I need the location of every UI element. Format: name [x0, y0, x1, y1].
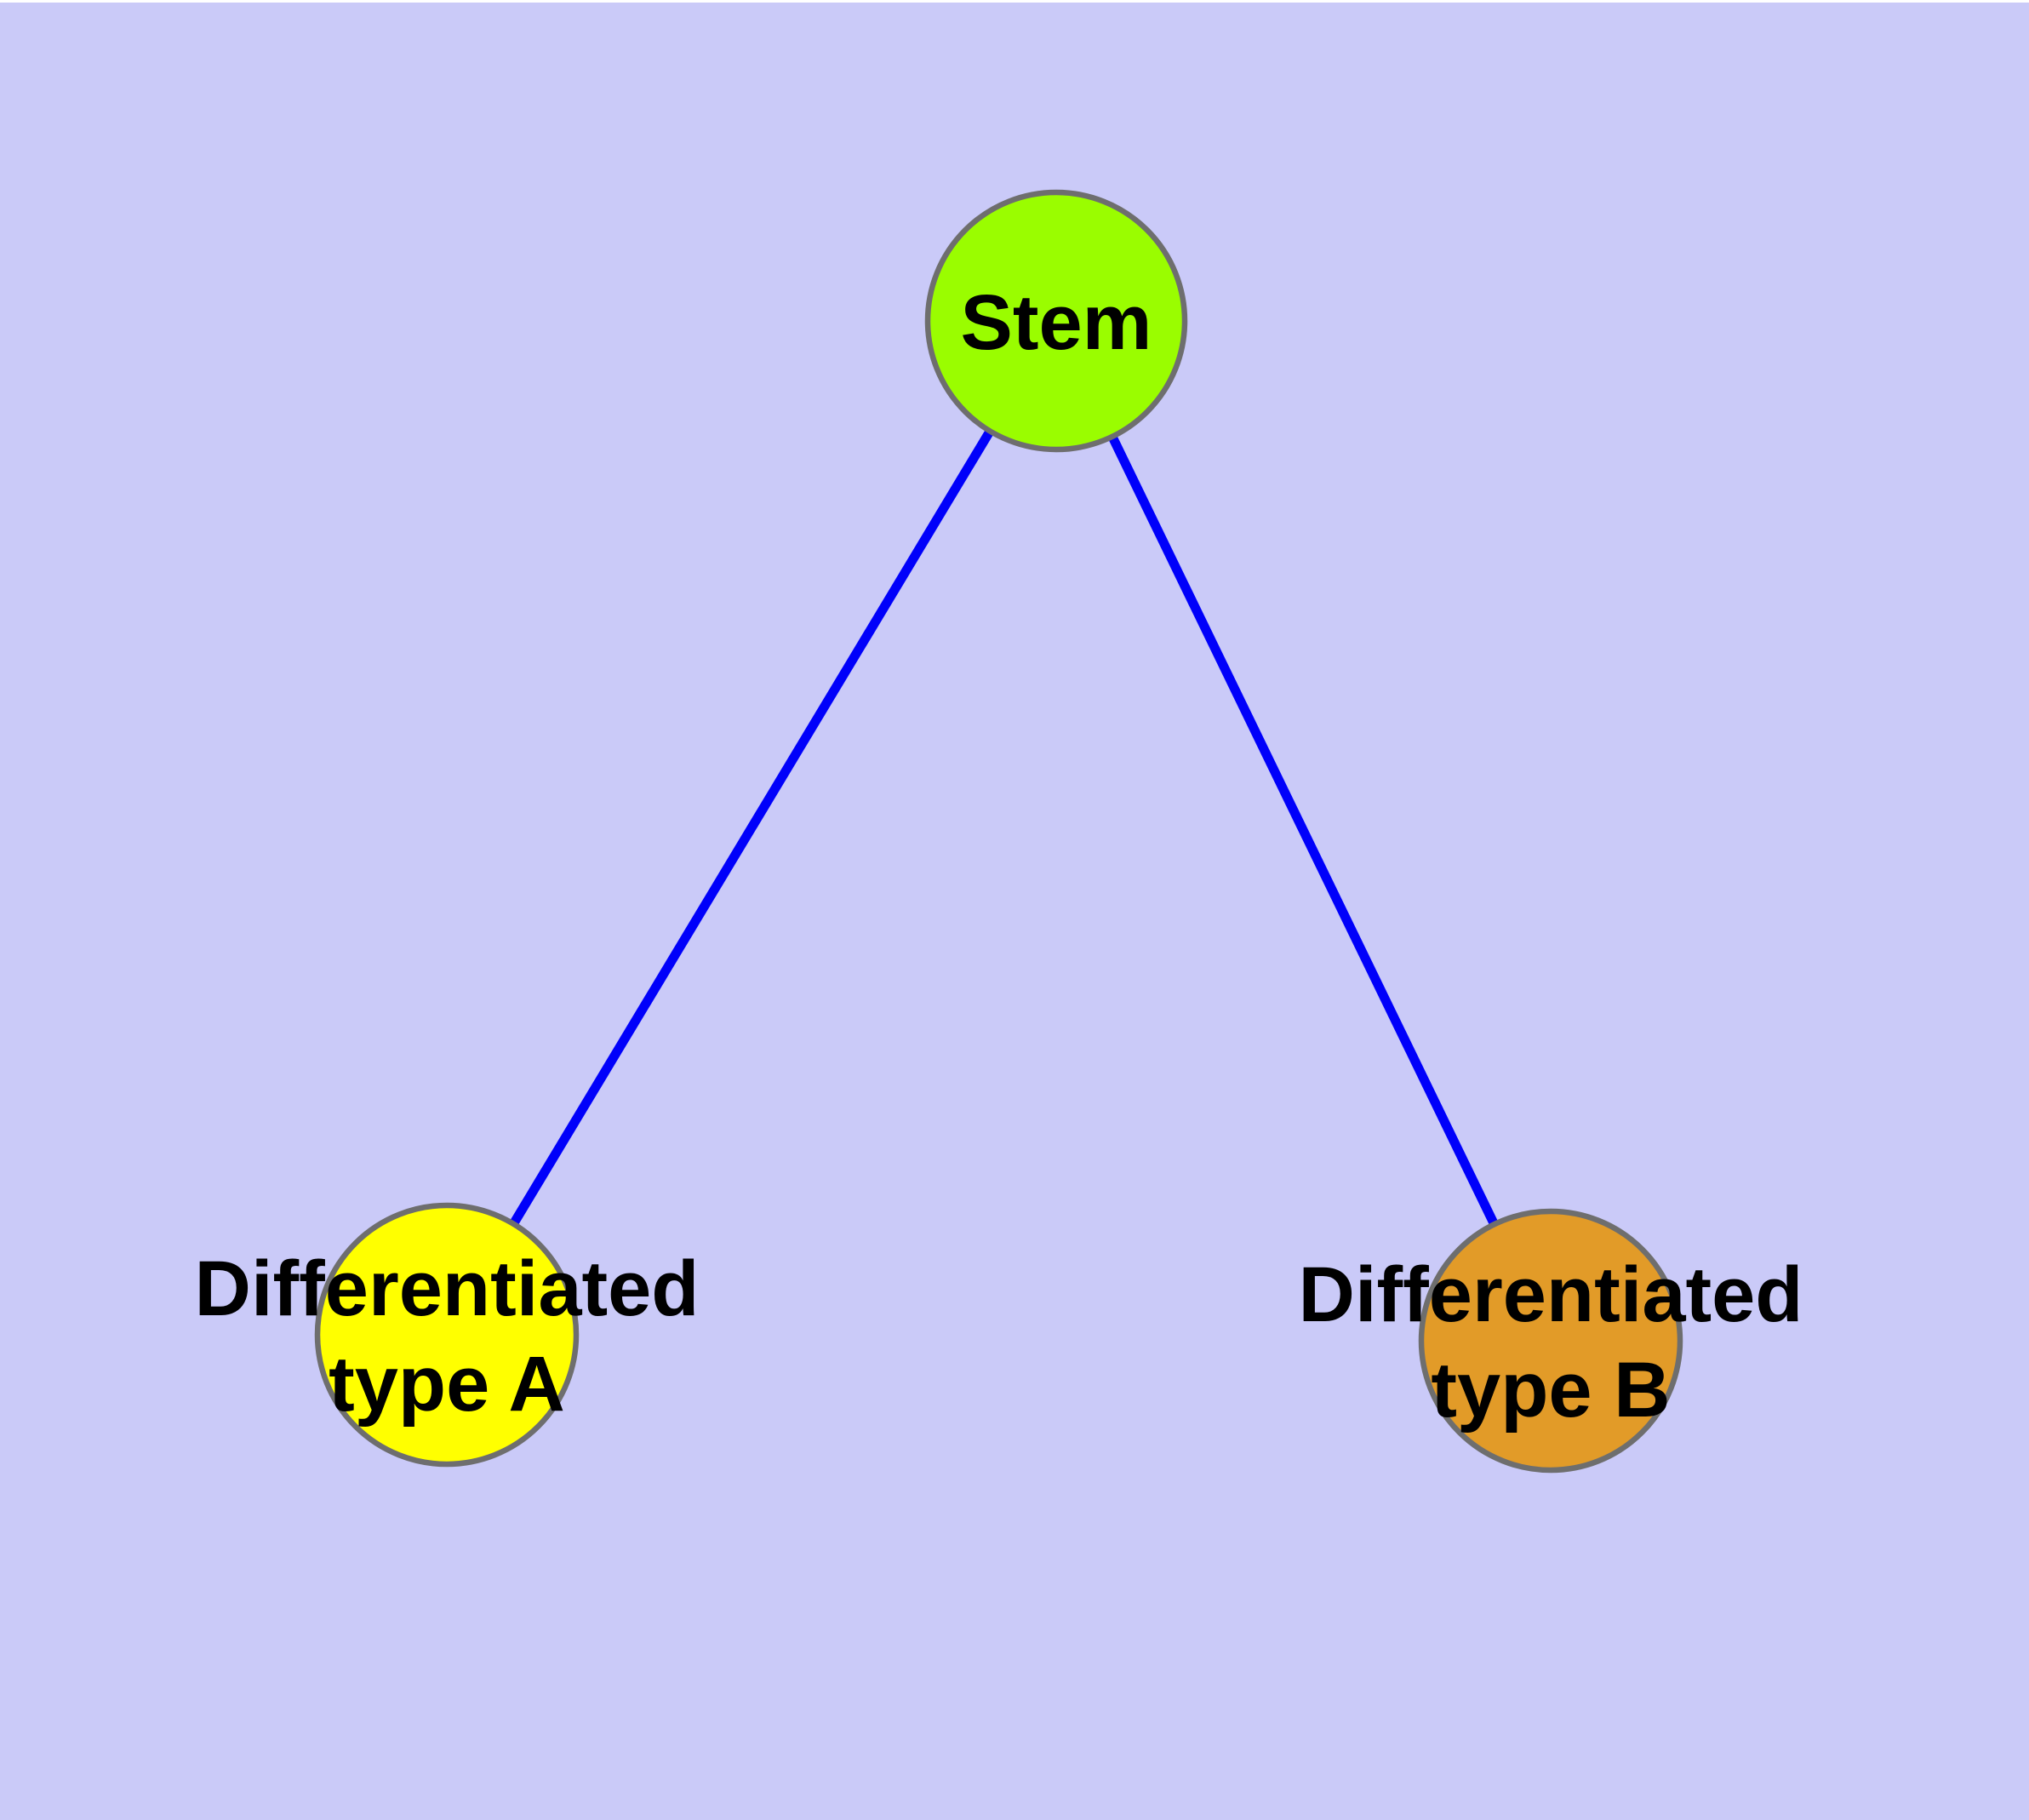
top-margin-strip	[0, 0, 2029, 3]
node-typeA	[314, 1202, 580, 1468]
edge-stem-typeB	[1052, 318, 1555, 1343]
node-typeB	[1418, 1208, 1683, 1474]
edge-stem-typeA	[443, 318, 1060, 1337]
node-label-stem: Stem	[961, 279, 1152, 366]
node-stem	[924, 189, 1188, 453]
nodes-layer	[314, 189, 1683, 1474]
edges-layer	[0, 0, 2029, 1343]
